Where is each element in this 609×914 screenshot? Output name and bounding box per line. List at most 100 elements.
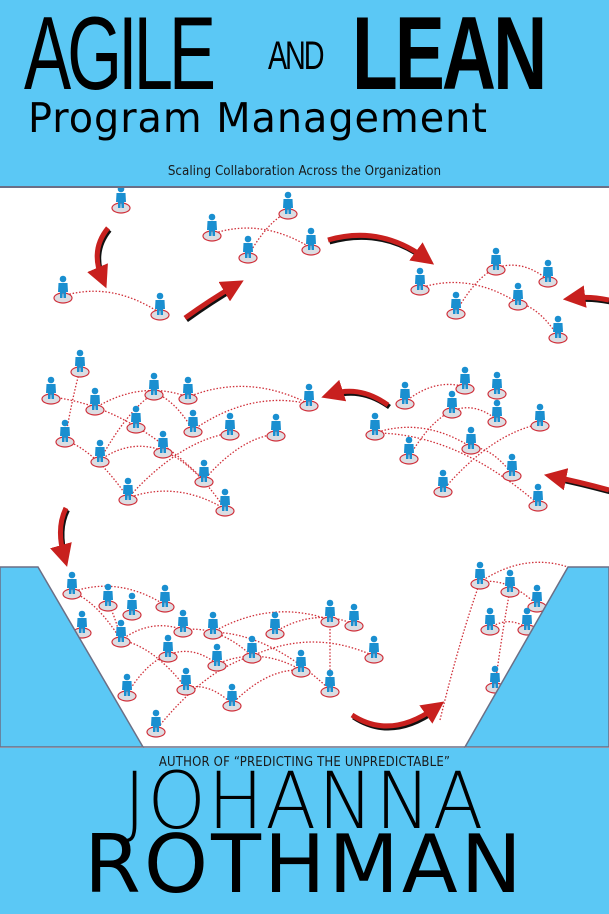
- person-icon: [111, 619, 131, 648]
- link-line: [212, 611, 331, 633]
- person-icon: [158, 634, 178, 663]
- link-line: [71, 591, 122, 641]
- person-icon: [122, 592, 142, 621]
- flow-arrow-icon: [543, 468, 609, 493]
- link-line: [212, 631, 331, 691]
- person-icon: [150, 292, 170, 321]
- network-illustration: [0, 188, 609, 748]
- cover-header: AGILE AND LEAN Program Management Scalin…: [0, 0, 609, 188]
- person-icon: [203, 611, 223, 640]
- flow-arrow-icon: [50, 506, 72, 567]
- person-icon: [117, 673, 137, 702]
- person-icon: [215, 488, 235, 517]
- person-icon: [433, 469, 453, 498]
- author-last-name: ROTHMAN: [84, 818, 525, 911]
- title: AGILE AND LEAN: [0, 0, 609, 125]
- link-line: [192, 399, 310, 431]
- person-icon: [410, 267, 430, 296]
- person-icon: [238, 235, 258, 264]
- person-icon: [222, 683, 242, 712]
- person-icon: [446, 291, 466, 320]
- link-line: [439, 581, 481, 721]
- person-icon: [500, 569, 520, 598]
- flow-arrow-icon: [321, 379, 390, 408]
- title-and: AND: [268, 34, 324, 78]
- person-icon: [111, 188, 131, 214]
- link-line: [231, 669, 302, 705]
- person-icon: [502, 453, 522, 482]
- person-icon: [548, 315, 568, 344]
- link-line: [442, 423, 541, 491]
- person-icon: [53, 275, 73, 304]
- person-icon: [178, 376, 198, 405]
- trapezoid-right: [463, 566, 609, 748]
- person-icon: [194, 459, 214, 488]
- link-line: [419, 281, 519, 304]
- flow-arrow-icon: [350, 701, 445, 729]
- author-credit: AUTHOR OF “PREDICTING THE UNPREDICTABLE”: [158, 755, 451, 770]
- person-icon: [220, 412, 240, 441]
- flow-arrow-icon: [562, 285, 609, 308]
- author-first-name: JOHANNA: [123, 757, 486, 847]
- link-line: [71, 585, 166, 606]
- person-icon: [365, 412, 385, 441]
- link-line: [479, 580, 538, 606]
- link-line: [374, 426, 472, 448]
- person-icon: [538, 259, 558, 288]
- link-line: [374, 432, 539, 505]
- person-icon: [98, 583, 118, 612]
- link-line: [251, 641, 375, 657]
- person-icon: [207, 643, 227, 672]
- title-lean: LEAN: [352, 0, 547, 112]
- person-icon: [299, 383, 319, 412]
- person-icon: [278, 191, 298, 220]
- person-icon: [487, 399, 507, 428]
- person-icon: [144, 372, 164, 401]
- person-icon: [126, 405, 146, 434]
- link-line: [404, 383, 466, 403]
- person-icon: [480, 607, 500, 636]
- person-icon: [173, 609, 193, 638]
- person-icon: [301, 227, 321, 256]
- link-line: [211, 227, 312, 249]
- person-icon: [320, 599, 340, 628]
- person-icon: [155, 584, 175, 613]
- person-icon: [265, 611, 285, 640]
- person-icon: [55, 419, 75, 448]
- person-icon: [508, 282, 528, 311]
- link-line: [94, 389, 189, 409]
- person-icon: [118, 477, 138, 506]
- tagline: Scaling Collaboration Across the Organiz…: [167, 164, 442, 179]
- person-icon: [461, 426, 481, 455]
- person-icon: [530, 403, 550, 432]
- link-line: [62, 290, 161, 314]
- person-network-icon: [0, 188, 609, 748]
- link-line: [155, 655, 253, 731]
- person-icon: [146, 709, 166, 738]
- title-agile: AGILE: [24, 0, 216, 112]
- link-line: [479, 561, 569, 583]
- person-icon: [41, 376, 61, 405]
- person-icon: [344, 603, 364, 632]
- person-icon: [183, 409, 203, 438]
- flow-arrow-icon: [327, 232, 435, 265]
- person-icon: [85, 387, 105, 416]
- flow-arrow-icon: [183, 280, 244, 321]
- flow-arrow-icon: [87, 226, 110, 289]
- person-icon: [242, 635, 262, 664]
- person-icon: [291, 649, 311, 678]
- person-icon: [486, 247, 506, 276]
- person-icon: [364, 635, 384, 664]
- person-icon: [395, 381, 415, 410]
- person-icon: [455, 366, 475, 395]
- person-icon: [487, 371, 507, 400]
- person-icon: [266, 413, 286, 442]
- link-line: [127, 490, 226, 510]
- person-icon: [528, 483, 548, 512]
- person-icon: [202, 213, 222, 242]
- person-icon: [442, 390, 462, 419]
- link-line: [50, 396, 205, 481]
- person-icon: [153, 430, 173, 459]
- person-icon: [176, 667, 196, 696]
- person-icon: [320, 669, 340, 698]
